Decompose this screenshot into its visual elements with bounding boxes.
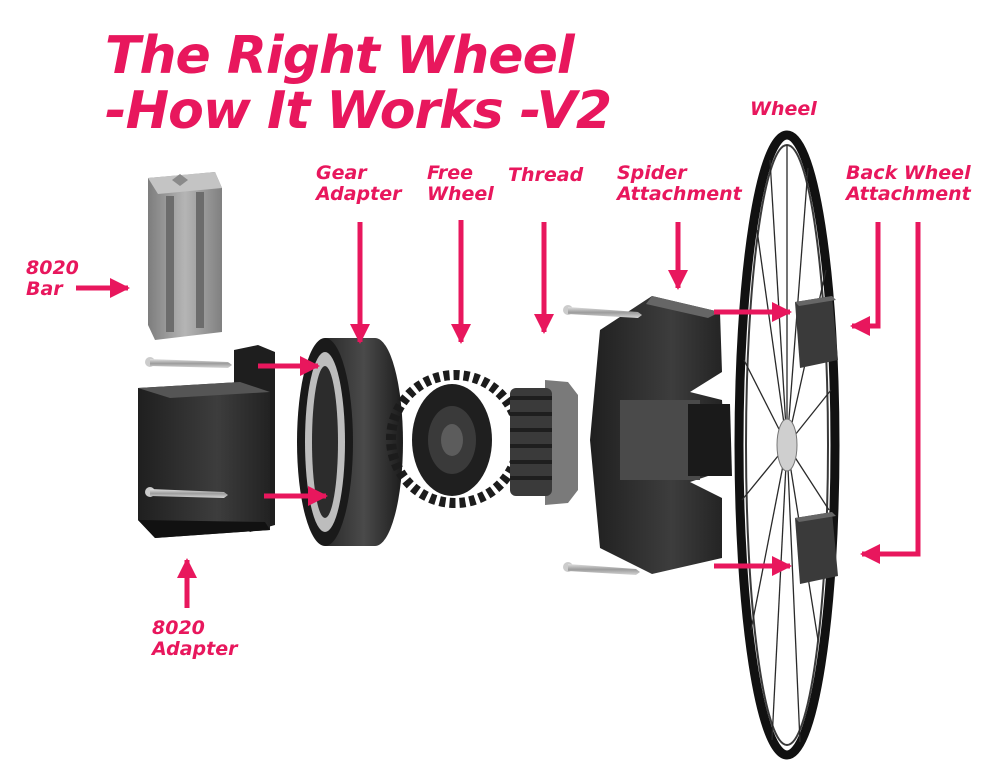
label-wheel: Wheel <box>750 99 817 120</box>
title-line-2: -How It Works -V2 <box>105 81 612 141</box>
gear-adapter-part <box>297 338 403 546</box>
label-back-wheel-line1: Back Wheel <box>846 162 971 184</box>
label-spider-line1: Spider <box>617 162 687 184</box>
bar-8020-part <box>148 172 222 340</box>
label-8020-adapter-line1: 8020 <box>152 617 205 639</box>
label-free-wheel-line2: Wheel <box>427 183 494 205</box>
wheel-part <box>734 130 840 760</box>
spider-attachment-part <box>590 296 732 574</box>
label-free-wheel-line1: Free <box>427 162 474 184</box>
label-thread-text: Thread <box>508 164 584 186</box>
label-spider-attachment: Spider Attachment <box>617 163 742 205</box>
back-wheel-attachment-part <box>795 296 838 584</box>
label-thread: Thread <box>508 165 583 186</box>
label-free-wheel: Free Wheel <box>427 163 494 205</box>
label-gear-adapter: Gear Adapter <box>316 163 401 205</box>
label-back-wheel-attachment: Back Wheel Attachment <box>846 163 971 205</box>
label-back-wheel-line2: Attachment <box>846 183 971 205</box>
label-wheel-text: Wheel <box>750 98 817 120</box>
free-wheel-part <box>386 370 524 508</box>
title-line-1: The Right Wheel <box>105 26 575 86</box>
label-spider-line2: Attachment <box>617 183 742 205</box>
label-8020-adapter-line2: Adapter <box>152 638 238 660</box>
label-8020-bar-line1: 8020 <box>26 257 79 279</box>
label-8020-bar-line2: Bar <box>26 278 63 300</box>
label-8020-bar: 8020 Bar <box>26 258 79 300</box>
adapter-8020-part <box>138 345 275 538</box>
pointer-arrows <box>76 220 921 608</box>
spider-screws <box>563 305 642 575</box>
label-8020-adapter: 8020 Adapter <box>152 618 237 660</box>
label-gear-adapter-line1: Gear <box>316 162 367 184</box>
thread-part <box>510 380 578 505</box>
adapter-screws <box>145 357 232 498</box>
label-gear-adapter-line2: Adapter <box>316 183 402 205</box>
